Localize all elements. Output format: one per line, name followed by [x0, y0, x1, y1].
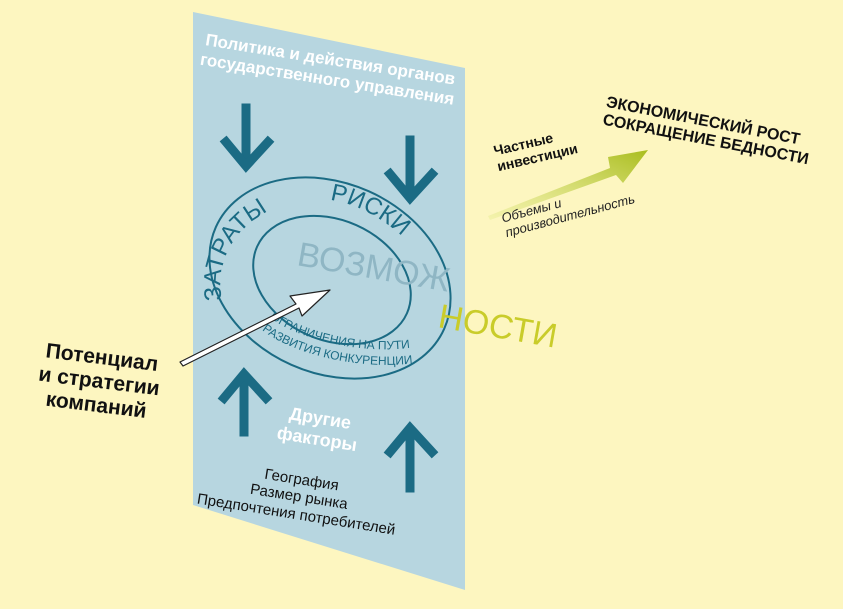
- pointer-arrow-icon: [179, 289, 331, 367]
- growth-arrow-icon: [488, 150, 648, 220]
- arrow-up-icon: [383, 421, 439, 493]
- arrow-up-icon: [217, 367, 273, 437]
- outer-ring: [208, 176, 452, 380]
- policy-panel: [193, 12, 465, 590]
- inner-ring: [252, 214, 412, 346]
- arrow-down-icon: [219, 103, 275, 173]
- arrow-down-icon: [383, 135, 439, 205]
